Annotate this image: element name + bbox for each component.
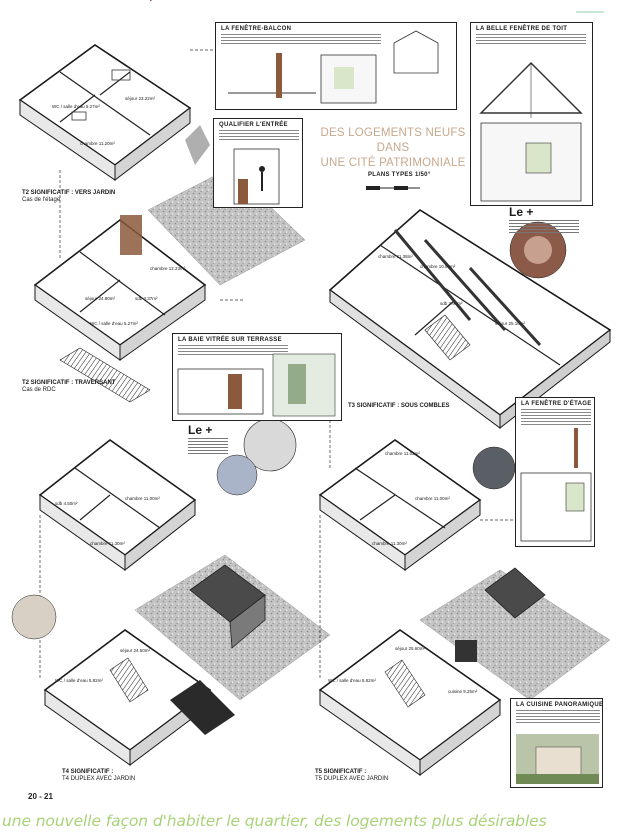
card-baie-vitree-title: LA BAIE VITRÉE SUR TERRASSE xyxy=(178,337,282,343)
room-t2r-sejour: séjour 24.80m² xyxy=(85,296,116,301)
plan-t2-etage: séjour 23.22m² WC / salle d'eau 5.27m² c… xyxy=(18,0,192,182)
card-fenetre-toit-title: LA BELLE FENÊTRE DE TOIT xyxy=(476,26,568,32)
corner-marker xyxy=(576,11,604,13)
scale-bar xyxy=(366,186,420,190)
plan-label-t2-etage-name: T2 SIGNIFICATIF : VERS JARDIN xyxy=(22,190,116,196)
room-t3-ch2: chambre 10.50m² xyxy=(420,264,456,269)
connectors xyxy=(39,49,515,680)
room-t2e-sejour: séjour 23.22m² xyxy=(125,96,156,101)
baie-sketch xyxy=(177,353,336,417)
room-t2e-chambre: chambre 11.20m² xyxy=(80,141,115,146)
plan-t3-combles: chambre 11.38m² chambre 10.50m² séjour 2… xyxy=(328,209,612,430)
room-t4-wc: WC / salle d'eau 5.82m² xyxy=(55,678,103,683)
plan-label-t4-name: T4 SIGNIFICATIF : xyxy=(62,769,114,775)
card-fenetre-balcon-text xyxy=(221,34,381,44)
room-t2r-sdb: sdb 3.37m² xyxy=(135,296,158,301)
card-fenetre-etage-text xyxy=(521,409,591,427)
entree-sketch xyxy=(233,148,280,205)
roof-t4-side xyxy=(229,594,266,649)
plan-t4-etage: sdb 4.50m² chambre 11.00m² chambre 11.30… xyxy=(38,439,197,572)
room-t4-ch2: chambre 11.30m² xyxy=(90,541,125,546)
plan-label-t5: T5 SIGNIFICATIF : T5 DUPLEX AVEC JARDIN xyxy=(315,769,388,783)
room-t3-sejour: séjour 25.10m² xyxy=(495,321,526,326)
board-title: DES LOGEMENTS NEUFS DANS UNE CITÉ PATRIM… xyxy=(318,126,468,171)
plan-label-t2-etage-level: Cas de l'étage xyxy=(22,197,61,203)
card-fenetre-toit-text xyxy=(476,34,586,44)
plan-label-t2-rdc: T2 SIGNIFICATIF : TRAVERSANT Cas de RDC xyxy=(22,380,115,394)
etage-sketch xyxy=(520,428,592,542)
plan-label-t2-etage: T2 SIGNIFICATIF : VERS JARDIN Cas de l'é… xyxy=(22,190,115,204)
plan-label-t4: T4 SIGNIFICATIF : T4 DUPLEX AVEC JARDIN xyxy=(62,769,135,783)
room-t4-sdb: sdb 4.50m² xyxy=(55,501,78,506)
garden-gravel-3 xyxy=(419,569,611,701)
plan-t2-rdc: séjour 24.80m² sdb 3.37m² chambre 12.23m… xyxy=(33,215,207,403)
room-t2r-wc: WC / salle d'eau 5.27m² xyxy=(90,321,138,326)
plan-label-t5-name: T5 SIGNIFICATIF : xyxy=(315,769,367,775)
plan-t5-rdc: séjour 25.60m² cuisine 9.25m² WC / salle… xyxy=(318,629,502,776)
card-fenetre-toit: LA BELLE FENÊTRE DE TOIT xyxy=(470,22,593,206)
room-t5-cuisine: cuisine 9.25m² xyxy=(448,689,478,694)
plan-label-t3: T3 SIGNIFICATIF : SOUS COMBLES xyxy=(348,403,450,410)
bonus-label-2: Le + xyxy=(188,423,213,437)
roof-t5 xyxy=(484,567,546,619)
cuisine-photo xyxy=(516,734,599,784)
card-qualifier-entree-title: QUALIFIER L'ENTRÉE xyxy=(219,122,288,128)
card-baie-vitree-text xyxy=(178,345,288,355)
room-t2e-wc: WC / salle d'eau 5.27m² xyxy=(52,104,100,109)
plan-label-t3-name: T3 SIGNIFICATIF : SOUS COMBLES xyxy=(348,403,450,409)
page-number: 20 - 21 xyxy=(28,792,53,801)
room-t4-sejour: séjour 24.50m² xyxy=(120,648,151,653)
room-t4-ch1: chambre 11.00m² xyxy=(125,496,160,501)
plan-label-t5-level: T5 DUPLEX AVEC JARDIN xyxy=(315,776,389,782)
card-qualifier-entree: QUALIFIER L'ENTRÉE xyxy=(213,118,303,208)
card-fenetre-balcon: LA FENÊTRE-BALCON xyxy=(215,22,457,110)
room-t5-sejour: séjour 25.60m² xyxy=(395,646,426,651)
room-t5-wc: WC / salle d'eau 5.82m² xyxy=(328,678,376,683)
card-qualifier-entree-text xyxy=(219,130,299,140)
plan-t4-rdc: séjour 24.50m² WC / salle d'eau 5.82m² xyxy=(43,629,235,766)
plan-t5-etage: chambre 11.02m² chambre 11.00m² chambre … xyxy=(318,439,482,571)
plan-label-t4-level: T4 DUPLEX AVEC JARDIN xyxy=(62,776,136,782)
photo-insets xyxy=(11,221,567,640)
garden-gravel-1 xyxy=(147,167,306,286)
bonus-note-1 xyxy=(509,220,579,234)
room-t2r-chambre: chambre 12.23m² xyxy=(150,266,186,271)
card-cuisine-panoramique-text xyxy=(516,710,600,724)
card-fenetre-etage-title: LA FENÊTRE D'ÉTAGE xyxy=(521,401,592,407)
room-t3-ch1: chambre 11.38m² xyxy=(378,254,413,259)
plan-label-t2-rdc-name: T2 SIGNIFICATIF : TRAVERSANT xyxy=(22,380,116,386)
card-cuisine-panoramique-title: LA CUISINE PANORAMIQUE xyxy=(516,702,604,708)
card-baie-vitree: LA BAIE VITRÉE SUR TERRASSE xyxy=(172,333,342,421)
footer-tagline: une nouvelle façon d'habiter le quartier… xyxy=(2,812,547,830)
scale-label: PLANS TYPES 1/50° xyxy=(368,172,431,178)
card-fenetre-balcon-title: LA FENÊTRE-BALCON xyxy=(221,26,292,32)
room-t3-sdb: sdb 3.97m² xyxy=(440,301,463,306)
room-t5-ch2: chambre 11.00m² xyxy=(415,496,450,501)
tree-1 xyxy=(185,125,210,165)
plan-label-t2-rdc-level: Cas de RDC xyxy=(22,387,56,393)
board-title-line-2: UNE CITÉ PATRIMONIALE xyxy=(320,157,466,169)
toit-sketch xyxy=(479,61,583,202)
room-t5-ch3: chambre 11.30m² xyxy=(372,541,407,546)
bonus-note-2 xyxy=(188,438,228,456)
card-cuisine-panoramique: LA CUISINE PANORAMIQUE xyxy=(510,698,603,788)
bonus-label-1: Le + xyxy=(509,205,534,219)
board-title-line-1: DES LOGEMENTS NEUFS DANS xyxy=(320,127,466,154)
room-t5-ch1: chambre 11.02m² xyxy=(385,451,420,456)
balcon-sketch xyxy=(228,30,439,104)
card-fenetre-etage: LA FENÊTRE D'ÉTAGE xyxy=(515,397,595,547)
